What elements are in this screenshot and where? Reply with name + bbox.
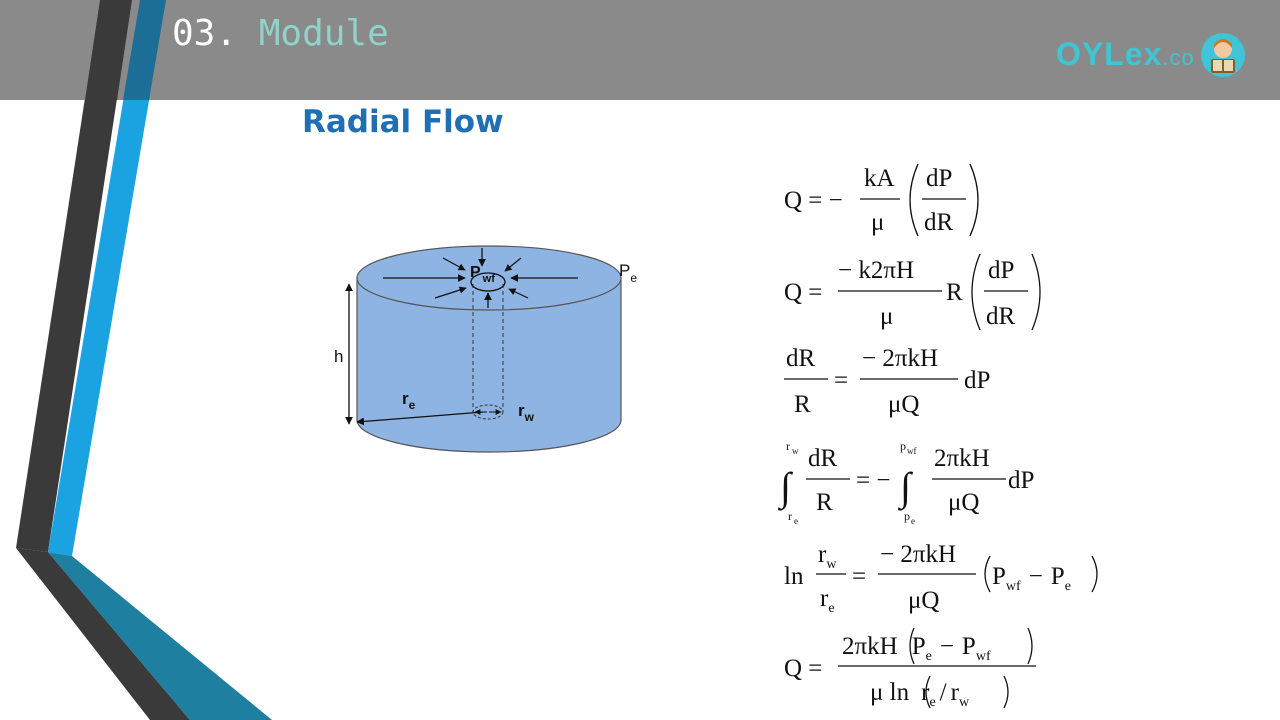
svg-text:Q = −: Q = − xyxy=(784,187,843,214)
arrow-top-left xyxy=(442,257,466,271)
re-radius-line xyxy=(356,411,484,426)
svg-text:dP: dP xyxy=(988,257,1014,284)
re-label: re xyxy=(402,389,416,412)
module-name: Module xyxy=(258,13,389,54)
header-stripes-overlay xyxy=(85,0,166,100)
svg-text:dR: dR xyxy=(786,345,816,372)
svg-text:− k2πH: − k2πH xyxy=(838,257,914,284)
module-number: 03. xyxy=(172,13,238,54)
svg-text:=: = xyxy=(834,367,848,394)
decorative-stripes xyxy=(16,0,272,720)
equation-1: Q = − kA μ dP dR xyxy=(784,163,979,237)
svg-text:w: w xyxy=(792,446,799,456)
pe-label: Pe xyxy=(619,261,637,285)
svg-text:p: p xyxy=(904,509,910,523)
cylinder-top xyxy=(356,245,622,311)
equations-panel: Q = − kA μ dP dR Q = − k2πH μ R dP dR dR… xyxy=(778,163,1098,710)
logo-suffix: .co xyxy=(1162,45,1195,70)
reading-person-icon xyxy=(1201,33,1245,77)
svg-text:dR: dR xyxy=(986,303,1016,330)
svg-text:r: r xyxy=(786,439,790,453)
svg-text:μQ: μQ xyxy=(908,587,939,614)
svg-text:μQ: μQ xyxy=(948,489,979,516)
svg-text:dP: dP xyxy=(926,165,952,192)
svg-text:dP: dP xyxy=(1008,467,1034,494)
svg-text:− 2πkH: − 2πkH xyxy=(880,541,956,568)
svg-text:Pwf−Pe: Pwf−Pe xyxy=(992,563,1071,594)
svg-text:kA: kA xyxy=(864,165,895,192)
svg-text:re: re xyxy=(820,585,835,616)
svg-text:ln: ln xyxy=(784,563,804,590)
arrow-bottom-right xyxy=(508,288,529,299)
module-heading: 03. Module xyxy=(172,12,389,56)
svg-text:2πkH: 2πkH xyxy=(934,445,990,472)
svg-text:Q =: Q = xyxy=(784,655,822,682)
equation-2: Q = − k2πH μ R dP dR xyxy=(784,253,1041,331)
wellbore-bottom xyxy=(472,404,504,420)
svg-text:dP: dP xyxy=(964,367,990,394)
svg-text:= −: = − xyxy=(856,467,890,494)
svg-text:μ: μ xyxy=(871,209,884,236)
svg-text:e: e xyxy=(794,516,798,526)
svg-text:R: R xyxy=(794,391,811,418)
equation-5: ln rw re = − 2πkH μQ Pwf−Pe xyxy=(784,541,1098,616)
svg-text:Q =: Q = xyxy=(784,279,822,306)
svg-text:p: p xyxy=(900,439,906,453)
equation-3: dR R = − 2πkH μQ dP xyxy=(784,345,990,418)
brand-logo: OYLex.co xyxy=(1056,30,1256,86)
svg-text:=: = xyxy=(852,563,866,590)
svg-text:e: e xyxy=(911,516,915,526)
arrow-bottom-left xyxy=(434,286,467,299)
svg-text:dR: dR xyxy=(924,209,954,236)
svg-text:dR: dR xyxy=(808,445,838,472)
stripe-blue-upper xyxy=(48,0,166,556)
h-label: h xyxy=(334,347,343,366)
stripe-teal-lower xyxy=(48,552,272,720)
svg-text:− 2πkH: − 2πkH xyxy=(862,345,938,372)
logo-text: OYLex.co xyxy=(1056,36,1195,73)
equation-4: r w ∫ r e dR R = − p wf ∫ p e 2πkH μQ dP xyxy=(778,439,1034,526)
svg-text:rw: rw xyxy=(818,541,837,572)
stripe-dark-upper xyxy=(16,0,132,552)
integral-sign-1: ∫ xyxy=(778,464,794,511)
stripe-dark-lower xyxy=(16,548,190,720)
svg-text:R: R xyxy=(946,279,963,306)
svg-text:R: R xyxy=(816,489,833,516)
arrow-top-right xyxy=(504,257,522,272)
logo-brand: OYLex xyxy=(1056,36,1163,72)
cylinder-body xyxy=(356,277,622,453)
svg-text:μQ: μQ xyxy=(888,391,919,418)
svg-text:r: r xyxy=(788,509,792,523)
wellbore-top xyxy=(470,272,506,292)
slide-title: Radial Flow xyxy=(302,104,504,140)
svg-text:μ: μ xyxy=(880,303,893,330)
rw-label: rw xyxy=(518,401,535,424)
svg-text:wf: wf xyxy=(907,446,917,456)
header-bar xyxy=(0,0,1280,100)
integral-sign-2: ∫ xyxy=(897,464,914,511)
